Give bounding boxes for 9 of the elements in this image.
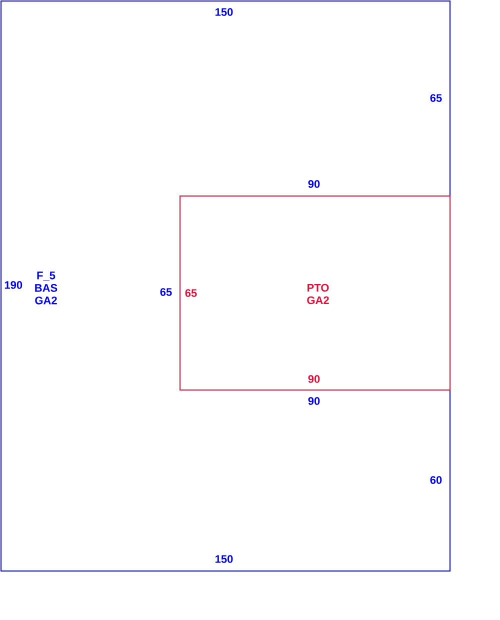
panel-label: F_5 BAS GA2: [35, 272, 58, 304]
dimension-label: 90: [308, 375, 320, 383]
dimension-label: 65: [185, 289, 197, 297]
dimension-label: 60: [430, 476, 442, 484]
dimension-label: 150: [216, 8, 233, 16]
dimension-label: 150: [216, 555, 233, 563]
dimension-label: 190: [4, 281, 22, 289]
panel-label: PTO GA2: [307, 284, 329, 304]
dimension-label: 65: [430, 94, 442, 102]
